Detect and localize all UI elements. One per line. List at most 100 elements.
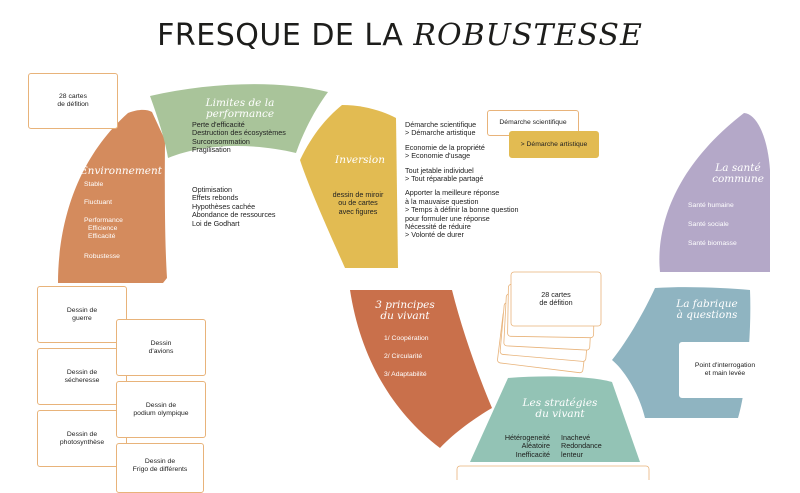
dessin-text: podium olympique	[133, 409, 189, 417]
dessin-text: Dessin de	[144, 458, 176, 465]
dessin-secheresse: Dessin de sécheresse	[37, 348, 127, 405]
dessin-text: Dessin	[150, 339, 172, 347]
inversion-item: > Temps à définir la bonne question	[405, 205, 519, 215]
limites-item: Hypothèses cachée	[192, 201, 256, 211]
limites-item: Loi de Godhart	[192, 218, 240, 228]
fabrique-box-line: Point d'interrogation	[694, 362, 756, 369]
fabrique-box: Point d'interrogation et main levée	[679, 342, 771, 398]
limites-heading: Limites de la performance	[205, 97, 275, 120]
sante-heading-2: commune	[712, 173, 764, 185]
principes-heading-2: du vivant	[380, 310, 430, 322]
fabrique-box-line: et main levée	[704, 370, 746, 377]
stacked-cards	[497, 271, 602, 374]
title-accent: ROBUSTESSE	[413, 18, 643, 53]
inversion-lines: dessin de miroir ou de cartes avec figur…	[322, 190, 394, 216]
sante-item: Santé biomasse	[688, 240, 737, 247]
strategies-item: Aléatoire	[521, 441, 550, 451]
strategies-heading: Les stratégies du vivant	[505, 398, 615, 420]
inversion-shape	[300, 105, 398, 268]
strategies-box	[456, 465, 650, 480]
env-item: Efficacité	[88, 233, 116, 240]
dessin-frigo: Dessin de Frigo de différents	[116, 443, 204, 493]
dessin-text: Dessin de	[66, 306, 98, 314]
environnement-heading: Environnement	[80, 165, 162, 177]
stack-cards-line: de défition	[539, 298, 573, 308]
card-front-text: Démarche scientifique	[499, 119, 567, 126]
fabrique-heading-2: à questions	[676, 309, 738, 321]
inversion-item: Démarche scientifique	[405, 120, 477, 129]
inversion-item: > Démarche artistique	[405, 128, 476, 138]
stack-cards-text: 28 cartes de défition	[511, 290, 601, 308]
limites-list-1: Perte d'efficacité Destruction des écosy…	[192, 120, 286, 155]
inversion-line: ou de cartes	[338, 198, 378, 208]
title-main: FRESQUE DE LA	[157, 18, 404, 53]
environnement-shape	[58, 109, 167, 283]
env-item: Fluctuant	[84, 199, 112, 206]
inversion-item: > Tout réparable partagé	[405, 174, 484, 184]
fabrique-heading-1: La fabrique	[676, 298, 738, 310]
environnement-list: Stable Fluctuant Performance Efficience …	[84, 181, 123, 261]
strategies-heading-2: du vivant	[535, 408, 585, 420]
sante-heading-1: La santé	[715, 162, 761, 174]
sante-list: Santé humaine Santé sociale Santé biomas…	[688, 202, 737, 248]
principes-item: 3/ Adaptabilité	[384, 371, 427, 378]
principes-item: 2/ Circularité	[384, 353, 423, 360]
inversion-list: Démarche scientifique > Démarche artisti…	[405, 120, 519, 240]
principes-shape	[350, 290, 492, 448]
dessin-photosynthese: Dessin de photosynthèse	[37, 410, 127, 467]
dessin-text: Dessin de	[145, 401, 177, 409]
inversion-item: Apporter la meilleure réponse	[405, 188, 500, 198]
inversion-item: > Economie d'usage	[405, 151, 471, 161]
env-item: Robustesse	[84, 253, 120, 260]
strategies-shape	[470, 376, 640, 462]
stack-cards-line: 28 cartes	[541, 290, 571, 299]
inversion-item: Nécessité de réduire	[405, 222, 471, 232]
page-title: FRESQUE DE LA ROBUSTESSE	[0, 18, 800, 53]
strategies-col-1: Hétérogeneité Aléatoire Inefficacité	[496, 433, 550, 459]
principes-item: 1/ Coopération	[384, 335, 429, 342]
sante-shape	[659, 113, 770, 272]
limites-item: Effets rebonds	[192, 193, 239, 203]
inversion-line: avec figures	[338, 206, 378, 216]
env-item: Efficience	[88, 225, 118, 232]
limites-item: Perte d'efficacité	[192, 120, 245, 129]
principes-list: 1/ Coopération 2/ Circularité 3/ Adaptab…	[384, 335, 429, 379]
dessin-podium: Dessin de podium olympique	[116, 381, 206, 438]
limites-list-2: Optimisation Effets rebonds Hypothèses c…	[192, 185, 276, 228]
strategies-item: Inefficacité	[515, 449, 550, 459]
principes-heading: 3 principes du vivant	[360, 300, 450, 322]
limites-item: Surconsommation	[192, 136, 250, 146]
inversion-item: Economie de la propriété	[405, 142, 485, 152]
strategies-item: lenteur	[561, 449, 583, 459]
inversion-line: dessin de miroir	[332, 190, 384, 199]
inversion-item: > Volonté de durer	[405, 230, 464, 240]
dessin-text: guerre	[72, 314, 92, 322]
limites-item: Destruction des écosystèmes	[192, 128, 286, 138]
cards-box-line: de défition	[57, 101, 89, 108]
card-back-text: > Démarche artistique	[520, 140, 588, 148]
sante-item: Santé sociale	[688, 221, 729, 228]
strategies-item: Hétérogeneité	[504, 433, 550, 442]
sante-heading: La santé commune	[700, 163, 776, 185]
dessin-text: photosynthèse	[59, 438, 105, 446]
inversion-item: à la mauvaise question	[405, 196, 479, 206]
strategies-item: Redondance	[561, 441, 602, 451]
dessin-text: Dessin de	[66, 430, 98, 438]
strategies-heading-1: Les stratégies	[522, 397, 598, 409]
limites-item: Fragilisation	[192, 145, 231, 155]
inversion-item: pour formuler une réponse	[405, 213, 490, 223]
env-item: Stable	[84, 181, 104, 188]
limites-item: Optimisation	[192, 185, 232, 194]
dessin-text: Frigo de différents	[132, 466, 188, 473]
limites-shape	[150, 84, 328, 158]
dessin-text: sécheresse	[64, 376, 100, 384]
principes-heading-1: 3 principes	[375, 299, 435, 311]
dessin-text: Dessin de	[66, 368, 98, 376]
fabrique-heading: La fabrique à questions	[664, 299, 750, 321]
limites-item: Abondance de ressources	[192, 210, 276, 220]
fresque-diagram	[58, 84, 770, 480]
inversion-heading: Inversion	[335, 154, 385, 166]
strategies-item: Inachevé	[561, 433, 591, 442]
strategies-col-2: Inachevé Redondance lenteur	[561, 433, 602, 459]
cards-box: 28 cartes de défition	[28, 73, 118, 129]
